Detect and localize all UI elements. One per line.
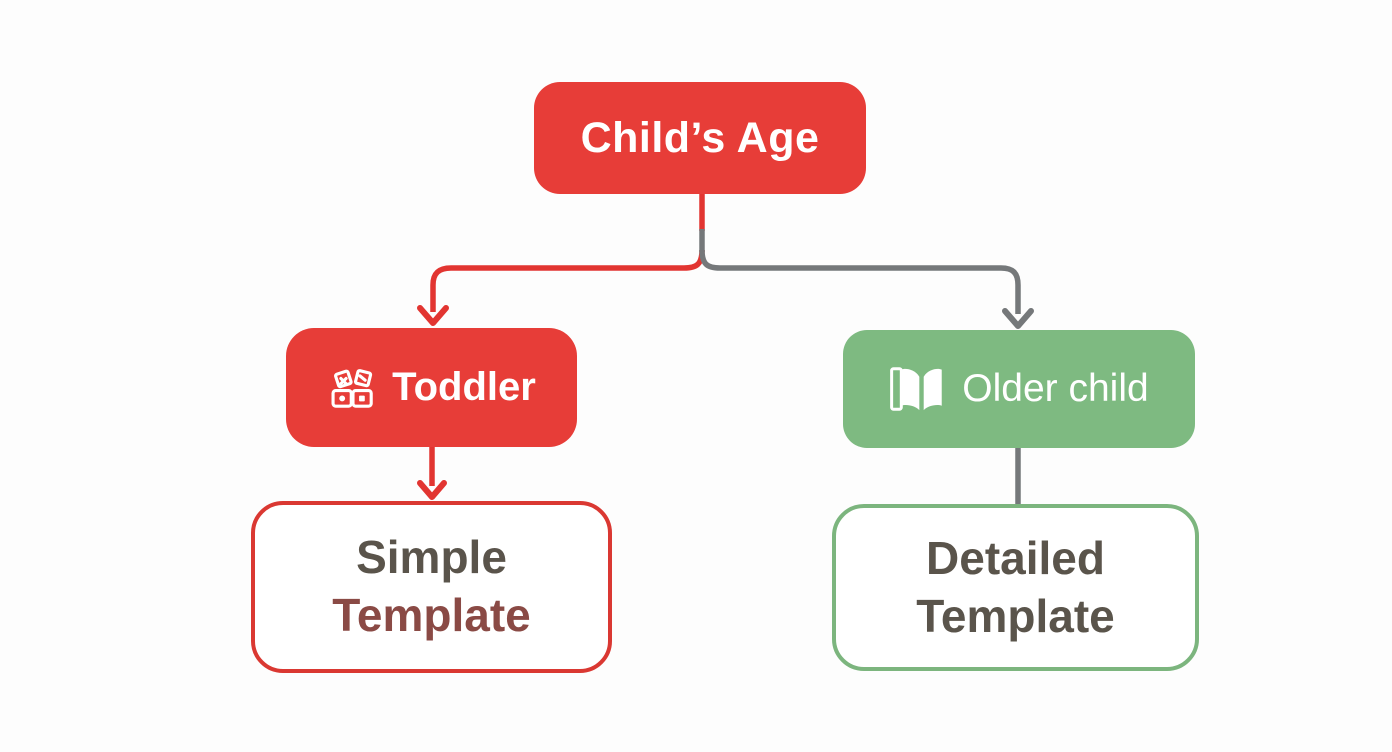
edge-toddler-to-simple — [417, 447, 447, 500]
arrowhead-down-icon — [417, 480, 447, 500]
node-childs-age-label: Child’s Age — [580, 113, 820, 162]
edge-root-to-toddler — [417, 249, 705, 326]
edge-root-to-older-child — [699, 249, 1034, 329]
node-detailed-template-line2: Template — [916, 589, 1115, 642]
node-older-child-label: Older child — [962, 367, 1149, 410]
node-childs-age: Child’s Age — [534, 82, 866, 194]
node-detailed-template: Detailed Template — [832, 504, 1199, 671]
arrowhead-down-icon — [1002, 308, 1034, 329]
arrowhead-down-icon — [417, 305, 449, 326]
node-simple-template: Simple Template — [251, 501, 612, 673]
node-simple-template-line1: Simple — [356, 531, 507, 584]
node-simple-template-line2: Template — [332, 589, 531, 641]
node-toddler-label: Toddler — [392, 365, 536, 409]
toy-blocks-icon — [327, 362, 379, 414]
open-book-icon — [889, 364, 947, 414]
node-detailed-template-line1: Detailed — [926, 531, 1105, 584]
node-older-child: Older child — [843, 330, 1195, 448]
node-toddler: Toddler — [286, 328, 577, 447]
